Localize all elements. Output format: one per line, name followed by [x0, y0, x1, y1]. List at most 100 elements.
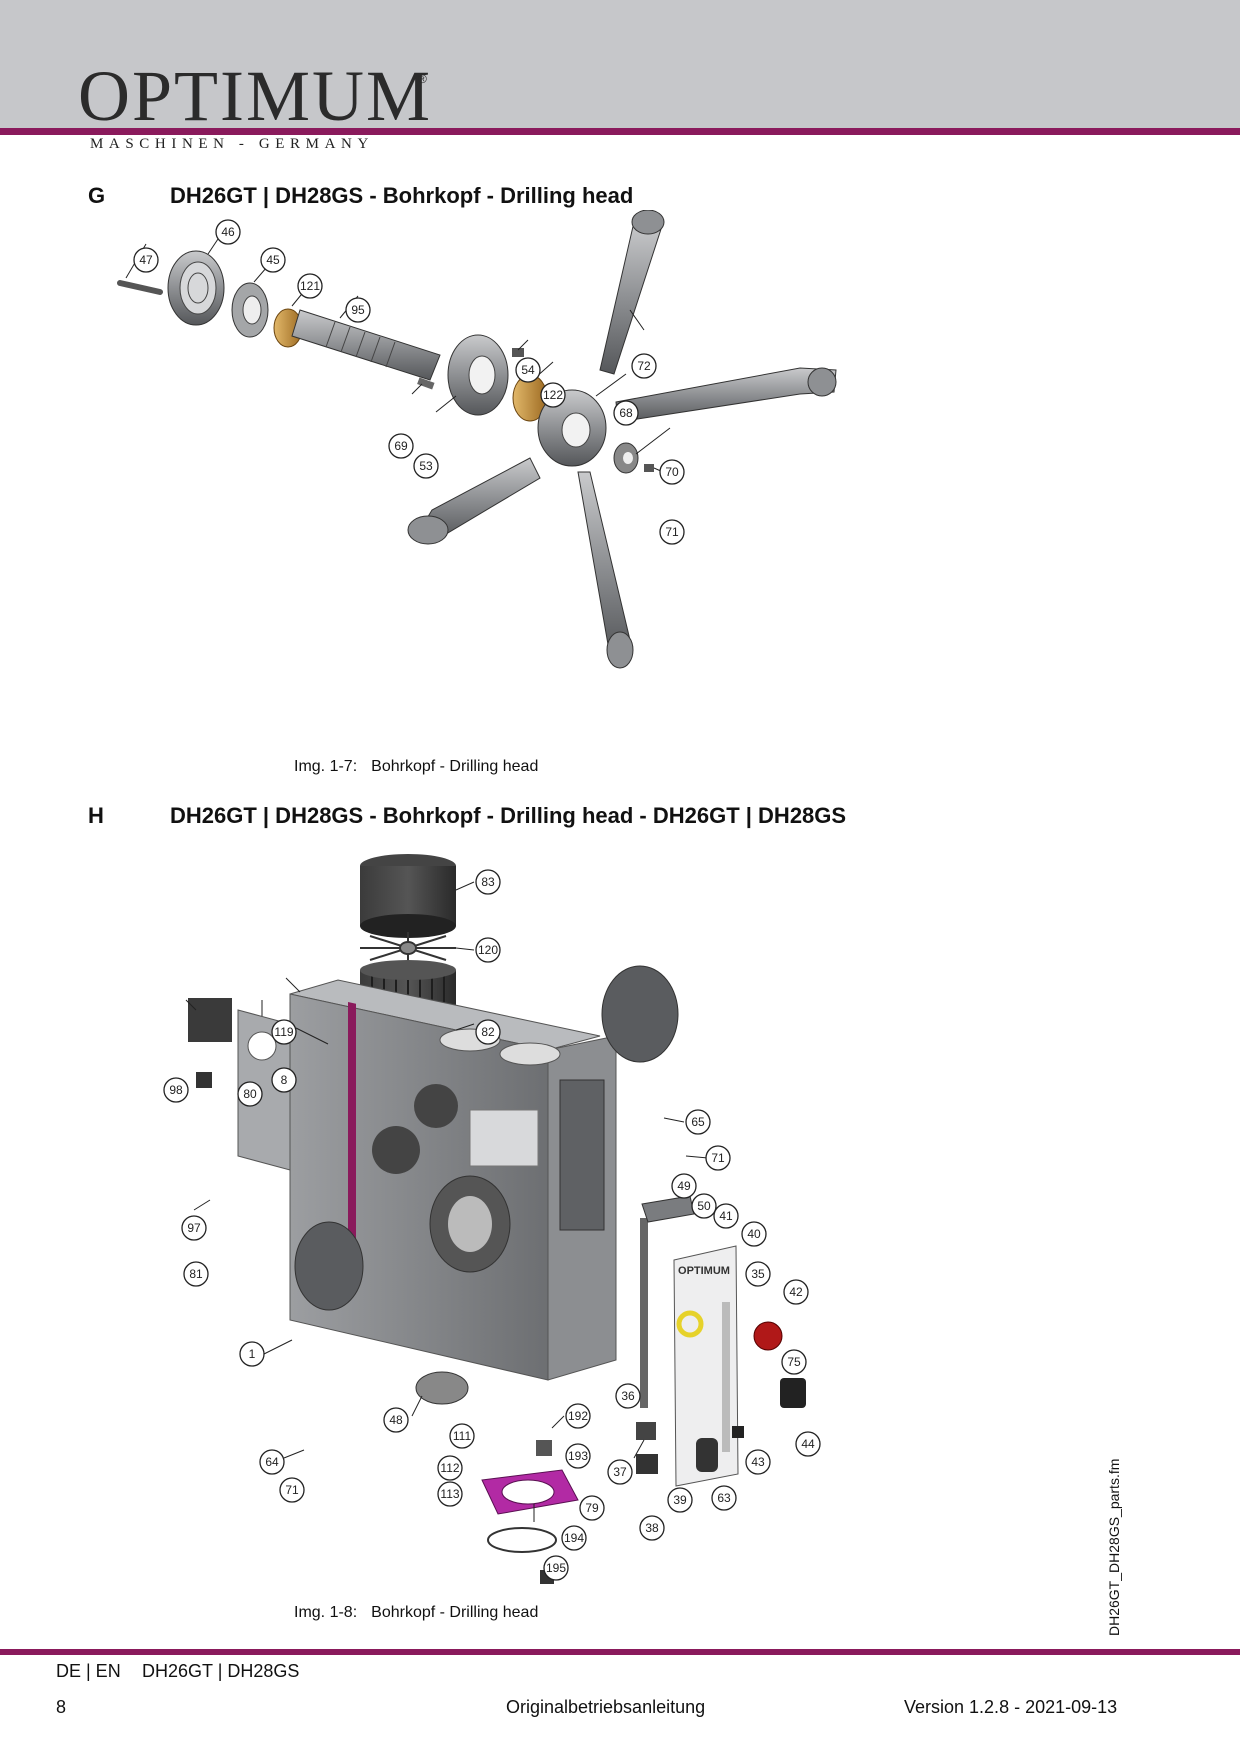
callout-41: 41: [713, 1203, 739, 1229]
callout-122: 122: [540, 382, 566, 408]
circlip-113: [487, 1527, 557, 1553]
flange-112: [481, 1469, 579, 1515]
svg-text:40: 40: [747, 1227, 761, 1241]
callout-83: 83: [475, 869, 501, 895]
svg-text:122: 122: [543, 388, 563, 402]
svg-text:68: 68: [619, 406, 633, 420]
callout-80: 80: [237, 1081, 263, 1107]
logo-tagline: MASCHINEN - GERMANY: [90, 136, 374, 152]
handwheel-switch-63: [696, 1438, 718, 1472]
svg-text:69: 69: [394, 439, 408, 453]
svg-text:45: 45: [266, 253, 280, 267]
callout-68: 68: [613, 400, 639, 426]
svg-text:193: 193: [568, 1449, 588, 1463]
svg-text:44: 44: [801, 1437, 815, 1451]
svg-text:43: 43: [751, 1455, 765, 1469]
callout-75: 75: [781, 1349, 807, 1375]
arm-40: [641, 1195, 695, 1223]
figure-drilling-head-h: OPTIMUM 83 120 119 82 98 80 8 65 71 97 4…: [163, 854, 821, 1584]
pin-47: [117, 280, 163, 295]
svg-text:81: 81: [189, 1267, 203, 1281]
callout-95: 95: [345, 297, 371, 323]
callout-82: 82: [475, 1019, 501, 1045]
svg-text:98: 98: [169, 1083, 183, 1097]
svg-text:192: 192: [568, 1409, 588, 1423]
svg-text:82: 82: [481, 1025, 495, 1039]
switch-44: [780, 1378, 806, 1408]
front-panel-35: OPTIMUM: [673, 1245, 739, 1487]
housing-1: [289, 979, 617, 1381]
svg-text:83: 83: [481, 875, 495, 889]
section-g-letter: G: [88, 183, 106, 208]
callout-47: 47: [133, 247, 159, 273]
callout-112: 112: [437, 1455, 463, 1481]
bearing-48: [415, 1371, 469, 1405]
callout-8: 8: [271, 1067, 297, 1093]
svg-text:119: 119: [274, 1025, 293, 1039]
callout-36: 36: [615, 1383, 641, 1409]
callout-192: 192: [565, 1403, 591, 1429]
svg-text:95: 95: [351, 303, 365, 317]
screw-54: [512, 348, 524, 357]
panel-logo: OPTIMUM: [678, 1265, 730, 1277]
key-69: [417, 377, 435, 390]
caption-img-1-7: Img. 1-7: Bohrkopf - Drilling head: [294, 758, 552, 776]
caption-label: Img. 1-7:: [294, 758, 358, 775]
header-rule: [0, 128, 1240, 135]
callout-40: 40: [741, 1221, 767, 1247]
callout-72: 72: [631, 353, 657, 379]
svg-text:120: 120: [478, 943, 498, 957]
callout-111: 111: [449, 1423, 475, 1449]
section-h-letter: H: [88, 803, 104, 828]
callout-71: 71: [705, 1145, 731, 1171]
callout-119: 119: [271, 1019, 297, 1045]
registered-mark: ®: [418, 72, 427, 86]
callout-69: 69: [388, 433, 414, 459]
callout-54: 54: [515, 357, 541, 383]
callout-79: 79: [579, 1495, 605, 1521]
callout-195: 195: [543, 1555, 569, 1581]
svg-text:71: 71: [285, 1483, 299, 1497]
svg-text:46: 46: [221, 225, 235, 239]
footer-rule: [0, 1649, 1240, 1655]
knob-97: [196, 1072, 212, 1088]
svg-text:38: 38: [645, 1521, 659, 1535]
callout-113: 113: [437, 1481, 463, 1507]
svg-text:113: 113: [440, 1487, 459, 1501]
svg-text:80: 80: [243, 1087, 257, 1101]
footer-center: Originalbetriebsanleitung: [506, 1697, 706, 1717]
footer-lang: DE | EN: [56, 1661, 121, 1681]
pinion-shaft-95: [291, 309, 441, 381]
svg-text:8: 8: [281, 1073, 288, 1087]
callout-45: 45: [260, 247, 286, 273]
svg-text:42: 42: [789, 1285, 803, 1299]
svg-text:71: 71: [711, 1151, 725, 1165]
svg-text:195: 195: [546, 1561, 566, 1575]
caption-text: Bohrkopf - Drilling head: [371, 758, 539, 775]
callout-97: 97: [181, 1215, 207, 1241]
svg-text:37: 37: [613, 1465, 627, 1479]
part-38: [636, 1454, 658, 1474]
svg-text:64: 64: [265, 1455, 279, 1469]
footer-version: Version 1.2.8 - 2021-09-13: [904, 1697, 1118, 1717]
header-band: [0, 0, 1240, 128]
caption-text: Bohrkopf - Drilling head: [371, 1604, 539, 1621]
callout-53: 53: [413, 453, 439, 479]
cover-65: [601, 965, 679, 1063]
svg-text:194: 194: [564, 1531, 584, 1545]
side-file-name: DH26GT_DH28GS_parts.fm: [1106, 1458, 1122, 1636]
callout-65: 65: [685, 1109, 711, 1135]
svg-text:112: 112: [440, 1461, 459, 1475]
svg-text:54: 54: [521, 363, 535, 377]
callout-81: 81: [183, 1261, 209, 1287]
cover-64: [294, 1221, 364, 1311]
fan-120: [360, 932, 456, 964]
svg-text:35: 35: [751, 1267, 765, 1281]
figure-drilling-head-g: 46 47 45 121 95 72 54 122 68 69 53 70 71: [117, 210, 837, 669]
part-43: [732, 1426, 744, 1438]
section-h-title: DH26GT | DH28GS - Bohrkopf - Drilling he…: [170, 803, 847, 828]
part-193: [536, 1440, 552, 1456]
callout-193: 193: [565, 1443, 591, 1469]
svg-text:1: 1: [249, 1347, 256, 1361]
callout-71: 71: [659, 519, 685, 545]
